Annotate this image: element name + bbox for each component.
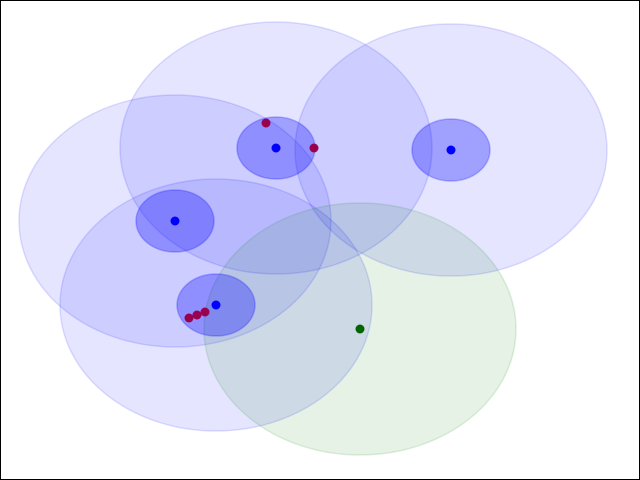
center-lower-right (355, 324, 365, 334)
center-top-center (271, 143, 281, 153)
large-ellipses-layer (18, 21, 608, 456)
center-top-right (446, 145, 456, 155)
sample-points-layer (184, 118, 319, 323)
center-lower-left (211, 300, 221, 310)
sample-point-2 (309, 143, 319, 153)
sample-point-5 (200, 307, 210, 317)
sample-point-1 (261, 118, 271, 128)
centers-layer (170, 143, 456, 334)
sample-point-3 (184, 313, 194, 323)
sample-point-4 (192, 310, 202, 320)
center-left (170, 216, 180, 226)
